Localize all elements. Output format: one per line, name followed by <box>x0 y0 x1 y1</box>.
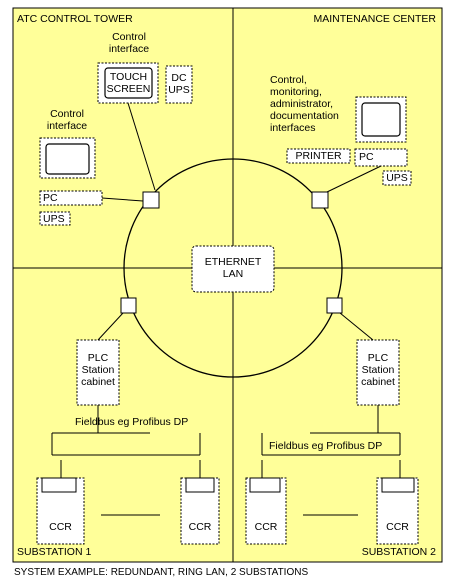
ups-label-tower: UPS <box>43 213 65 225</box>
ccr-label-2b: CCR <box>386 521 409 533</box>
control-interface-label-top: Control interface <box>108 31 150 55</box>
pc-label-tower: PC <box>43 192 58 204</box>
pc-label-maintenance: PC <box>359 151 374 163</box>
switch-node-bottom-right <box>326 297 343 314</box>
plc-cabinet-1 <box>76 339 120 406</box>
ups-label-maintenance: UPS <box>386 172 408 184</box>
ethernet-lan-label: ETHERNET LAN <box>204 256 262 280</box>
switch-node-top-right <box>311 191 329 209</box>
control-interface-label-left: Control interface <box>46 108 88 132</box>
ups-box-maintenance <box>382 170 412 186</box>
quadrant-title-atc-tower: ATC CONTROL TOWER <box>17 13 133 25</box>
ccr-label-1a: CCR <box>49 521 72 533</box>
pc-box-tower <box>39 190 103 206</box>
switch-node-bottom-left <box>120 297 137 314</box>
ccr-label-1b: CCR <box>188 521 212 533</box>
quadrant-title-maintenance: MAINTENANCE CENTER <box>313 13 436 25</box>
ring-lan <box>123 158 343 378</box>
ups-box-tower <box>39 211 71 226</box>
touch-screen-panel <box>104 67 153 99</box>
printer-label: PRINTER <box>295 150 342 162</box>
diagram-caption: SYSTEM EXAMPLE: REDUNDANT, RING LAN, 2 S… <box>14 567 309 578</box>
plc-cabinet-2-label: PLC Station cabinet <box>361 352 395 388</box>
fieldbus-label-2: Fieldbus eg Profibus DP <box>269 440 383 452</box>
plc-cabinet-2 <box>356 339 400 406</box>
quadrant-title-substation-1: SUBSTATION 1 <box>17 546 92 558</box>
ccr-label-2a: CCR <box>254 521 278 533</box>
ethernet-lan-box <box>191 245 275 293</box>
maintenance-interfaces-label: Control, monitoring, administrator, docu… <box>270 74 339 134</box>
fieldbus-label-1: Fieldbus eg Profibus DP <box>75 416 189 428</box>
touch-screen-label: TOUCH SCREEN <box>106 71 151 95</box>
switch-node-top-left <box>142 191 160 209</box>
dc-ups-label: DC UPS <box>168 72 190 96</box>
dc-ups-box <box>165 65 193 104</box>
quadrant-title-substation-2: SUBSTATION 2 <box>361 546 436 558</box>
plc-cabinet-1-label: PLC Station cabinet <box>81 352 115 388</box>
printer-box <box>286 148 351 164</box>
